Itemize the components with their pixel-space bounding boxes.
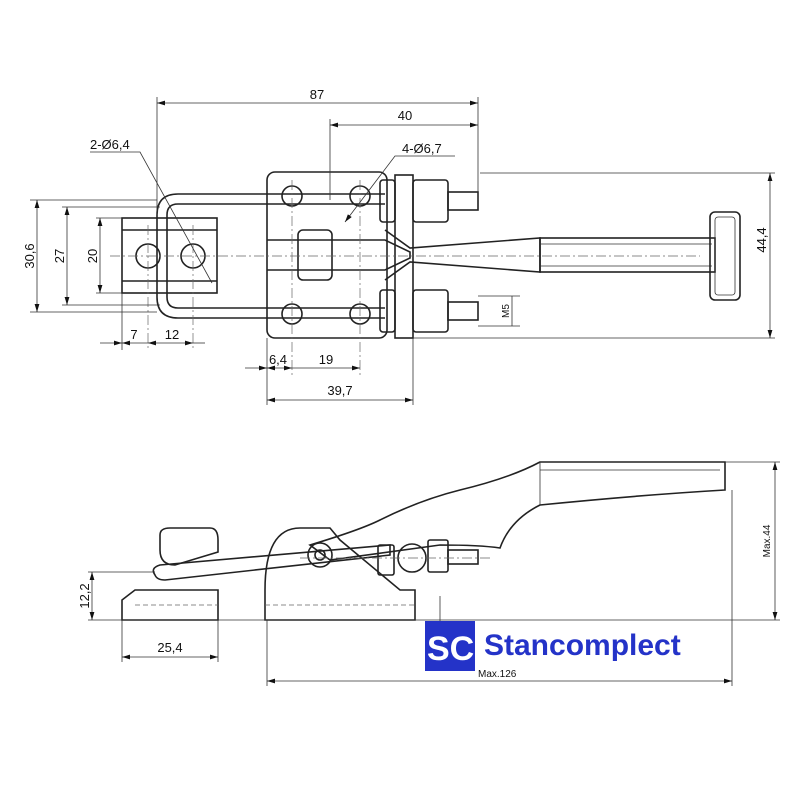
threaded-rod bbox=[447, 301, 479, 321]
u-hook bbox=[156, 193, 385, 319]
dim-catch-hole-spacing: 20 bbox=[85, 249, 100, 263]
logo-name: Stancomplect bbox=[484, 629, 681, 662]
threaded-rod bbox=[447, 191, 479, 211]
dim-catch-offset: 7 bbox=[130, 327, 137, 342]
dim-handle-width: 44,4 bbox=[754, 227, 769, 252]
dim-base-hole-pitch: 19 bbox=[319, 352, 333, 367]
nut bbox=[377, 544, 395, 576]
threaded-rod bbox=[447, 549, 479, 565]
handle-neck bbox=[384, 229, 541, 281]
dim-bolt-to-end: 40 bbox=[398, 108, 412, 123]
base-plate bbox=[266, 171, 388, 339]
logo-mark-text: SC bbox=[427, 630, 474, 668]
catch-plate bbox=[121, 217, 218, 294]
logo: SC Stancomplect bbox=[425, 621, 681, 671]
dim-max-length: Max.126 bbox=[478, 669, 517, 680]
hook-rod bbox=[152, 544, 391, 581]
thread-size: M5 bbox=[501, 304, 512, 318]
dim-loop-width: 30,6 bbox=[22, 243, 37, 268]
dim-catch-holes: 2-Ø6,4 bbox=[90, 137, 130, 152]
dim-overall-length: 87 bbox=[310, 87, 324, 102]
handle-t-end bbox=[709, 211, 741, 301]
dim-catch-hole-pitch: 12 bbox=[165, 327, 179, 342]
dim-base-length: 39,7 bbox=[327, 383, 352, 398]
dim-inner-width: 27 bbox=[52, 249, 67, 263]
logo-mark bbox=[425, 621, 475, 671]
nut bbox=[412, 289, 449, 333]
side-view: 12,2 25,4 Max.44 Max.126 bbox=[77, 461, 780, 686]
pivot-pin bbox=[307, 542, 333, 568]
dim-catch-height: 12,2 bbox=[77, 583, 92, 608]
handle-arm bbox=[267, 239, 411, 271]
top-view: 87 40 4-Ø6,7 2-Ø6,4 30,6 27 20 7 12 6,4 bbox=[22, 87, 775, 405]
dim-catch-length: 25,4 bbox=[157, 640, 182, 655]
dim-base-edge: 6,4 bbox=[269, 352, 287, 367]
dim-mount-holes: 4-Ø6,7 bbox=[402, 141, 442, 156]
side-handle bbox=[308, 461, 726, 561]
side-base bbox=[264, 527, 416, 621]
nut bbox=[379, 179, 396, 223]
handle-grip bbox=[539, 237, 716, 273]
clamp-bar bbox=[394, 174, 414, 339]
nut bbox=[412, 179, 449, 223]
pivot-link bbox=[297, 229, 333, 281]
nut bbox=[379, 289, 396, 333]
catch-hook bbox=[159, 527, 219, 566]
dim-max-height: Max.44 bbox=[762, 524, 773, 557]
